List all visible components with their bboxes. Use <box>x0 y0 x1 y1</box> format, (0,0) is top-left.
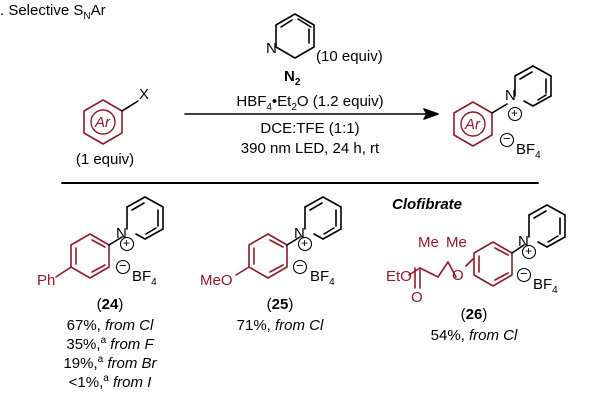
c26-counterion: BF4 <box>533 276 558 296</box>
c26-minus-circle <box>516 267 532 283</box>
reaction-arrowhead <box>423 108 439 120</box>
pyridine-equiv: (10 equiv) <box>316 48 383 65</box>
c26-minus: − <box>520 266 528 281</box>
c26-ester: EtO <box>386 268 412 285</box>
acid-reagent: HBF4•Et2O (1.2 equiv) <box>236 93 384 113</box>
product-plus: + <box>511 106 519 120</box>
c26-carbonyl-o: O <box>411 289 423 306</box>
c24-substituent: Ph <box>37 272 56 289</box>
c24-yield-3: 19%,a from Br <box>63 354 157 373</box>
c25-counterion: BF4 <box>310 268 335 288</box>
c24-yield-2: 35%,a from F <box>66 335 154 354</box>
c26-ether-o: O <box>452 267 464 284</box>
c24-number: (24) <box>96 296 124 313</box>
c24-minus-circle <box>115 259 131 275</box>
c25-plus-circle <box>297 236 313 252</box>
substrate-ar-circle <box>90 109 116 135</box>
c26-plus: + <box>525 244 533 258</box>
nitrogen-gas: N2 <box>284 68 301 88</box>
c25-number: (25) <box>266 296 294 313</box>
product-ar-label: Ar <box>465 116 480 133</box>
product-minus-circle <box>499 132 515 148</box>
compound-25-drawing <box>235 196 342 279</box>
c25-n-label: N <box>294 225 305 242</box>
c26-title: Clofibrate <box>392 196 463 213</box>
product-counterion: BF4 <box>516 141 541 161</box>
product-minus: − <box>503 131 511 146</box>
product-pyridinium-ring <box>514 65 552 107</box>
c26-methyl-2: Me <box>446 234 467 251</box>
c25-plus: + <box>301 236 309 250</box>
pyridine-reagent-ring <box>275 13 315 59</box>
compound-24-drawing <box>55 196 164 279</box>
c24-plus: + <box>123 236 131 250</box>
c24-n-label: N <box>116 225 127 242</box>
compound-26-drawing <box>408 204 566 289</box>
c25-minus-circle <box>292 259 308 275</box>
c25-substituent: MeO <box>200 272 233 289</box>
conditions: 390 nm LED, 24 h, rt <box>240 140 380 157</box>
c26-plus-circle <box>521 244 537 260</box>
c25-minus: − <box>296 258 304 273</box>
c24-yield-4: <1%,a from I <box>68 373 152 392</box>
c24-plus-circle <box>119 236 135 252</box>
product-c-n-bond <box>491 103 508 114</box>
c26-number: (26) <box>460 306 488 323</box>
c25-yield-1: 71%, from Cl <box>236 317 324 334</box>
section-label: . Selective SNAr <box>0 2 106 22</box>
c24-yield-1: 67%, from Cl <box>66 317 154 334</box>
solvent: DCE:TFE (1:1) <box>260 120 360 137</box>
product-n-label: N <box>505 87 516 104</box>
c24-counterion: BF4 <box>132 268 157 288</box>
product-plus-circle <box>507 106 523 122</box>
c26-yield-1: 54%, from Cl <box>430 327 518 344</box>
substrate-x-bond <box>121 100 139 112</box>
pyridine-n-label: N <box>266 40 277 57</box>
substrate-equiv: (1 equiv) <box>75 151 135 168</box>
substrate-ar-label: Ar <box>95 114 110 131</box>
c26-n-label: N <box>518 233 529 250</box>
c24-minus: − <box>119 258 127 273</box>
product-ar-circle <box>460 111 486 137</box>
c26-methyl-1: Me <box>418 234 439 251</box>
substrate-x-label: X <box>139 86 150 103</box>
